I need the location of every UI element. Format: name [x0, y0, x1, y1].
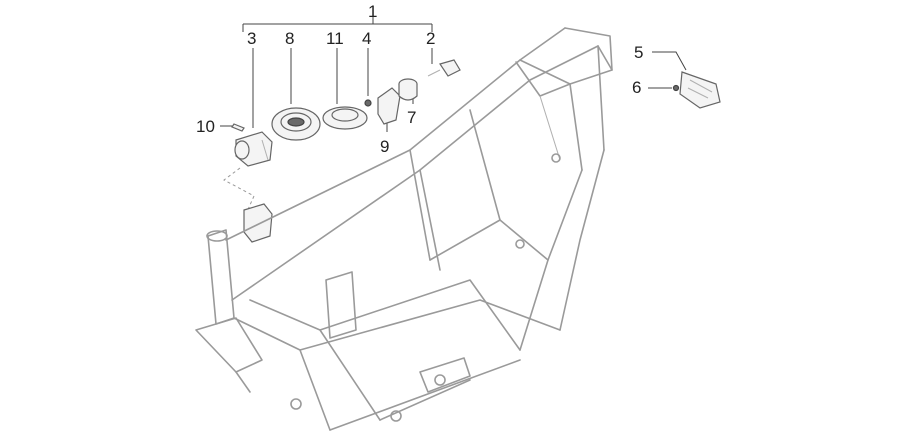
callout-3: 3 [247, 29, 256, 48]
part-9-bracket [377, 87, 401, 125]
part-3-lock-assembly [234, 131, 273, 167]
callout-labels: 1 3 8 11 4 2 10 7 9 5 6 [196, 2, 643, 156]
part-11-fuel-cap [322, 106, 368, 130]
callout-5: 5 [634, 43, 643, 62]
callout-9: 9 [380, 137, 389, 156]
part-lock-housing [243, 203, 273, 243]
callout-11: 11 [326, 29, 344, 48]
part-8-fuel-cap-ring [271, 107, 321, 141]
callout-8: 8 [285, 29, 294, 48]
callout-7: 7 [407, 108, 416, 127]
assembly-dash-line [223, 167, 255, 215]
callout-6: 6 [632, 78, 641, 97]
callout-10: 10 [196, 117, 215, 136]
part-10-screw [231, 123, 245, 132]
part-5-bracket [679, 71, 721, 109]
callout-4: 4 [362, 29, 371, 48]
part-6-screw [672, 84, 680, 92]
callout-2: 2 [426, 29, 435, 48]
part-2-key [427, 59, 461, 77]
scooter-frame [195, 27, 613, 431]
part-7-sleeve [398, 78, 418, 101]
callout-1: 1 [368, 2, 377, 21]
part-4-screw [364, 99, 372, 107]
leader-lines [220, 14, 687, 132]
